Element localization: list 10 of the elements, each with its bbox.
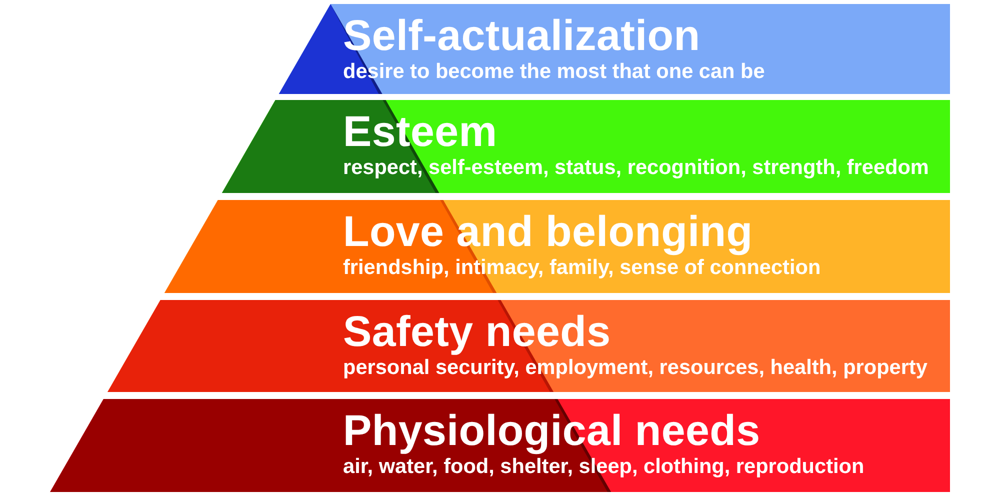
level-description: personal security, employment, resources, health, property bbox=[343, 356, 928, 380]
pyramid-level bbox=[164, 200, 950, 293]
level-description: friendship, intimacy, family, sense of connection bbox=[343, 256, 821, 280]
level-title: Safety needs bbox=[343, 308, 611, 357]
pyramid-level bbox=[49, 399, 950, 492]
level-title: Love and belonging bbox=[343, 208, 753, 257]
level-description: respect, self-esteem, status, recognition, strength, freedom bbox=[343, 156, 929, 180]
level-title: Physiological needs bbox=[343, 407, 760, 456]
pyramid-level bbox=[221, 100, 950, 193]
pyramid-level bbox=[107, 300, 950, 392]
